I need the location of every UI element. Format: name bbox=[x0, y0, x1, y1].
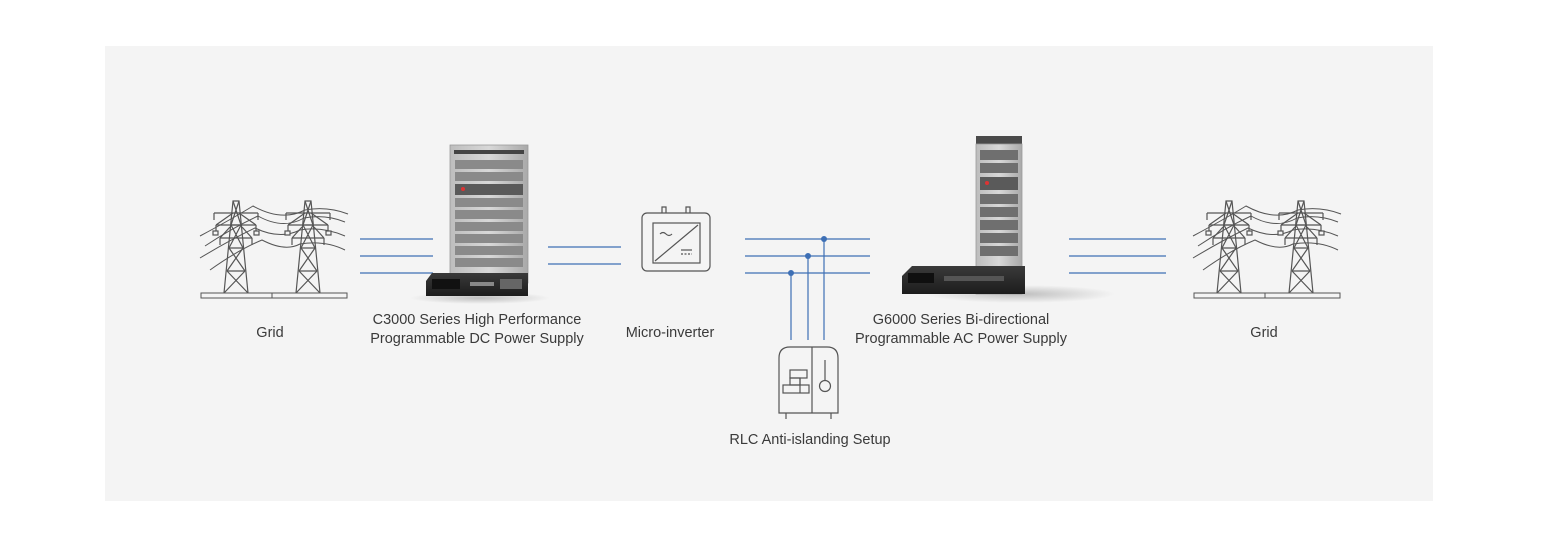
grid-right-icon bbox=[1192, 200, 1342, 299]
connection-lines bbox=[360, 238, 1166, 340]
micro-inverter-label: Micro-inverter bbox=[626, 325, 715, 341]
ac-supply-label-line1: G6000 Series Bi-directional bbox=[873, 312, 1050, 328]
ac-power-rack-icon bbox=[902, 136, 1115, 303]
junction-dots bbox=[788, 236, 827, 276]
rlc-load-label: RLC Anti-islanding Setup bbox=[729, 432, 890, 448]
dc-power-rack-icon bbox=[410, 144, 550, 304]
dc-supply-label-line2: Programmable DC Power Supply bbox=[370, 331, 584, 347]
grid-right-label: Grid bbox=[1250, 325, 1277, 341]
grid-left-label: Grid bbox=[256, 325, 283, 341]
dc-supply-label-line1: C3000 Series High Performance bbox=[373, 312, 582, 328]
inverter-icon bbox=[641, 206, 711, 272]
grid-left-icon bbox=[199, 200, 349, 299]
ac-supply-label-line2: Programmable AC Power Supply bbox=[855, 331, 1068, 347]
rlc-load-cabinet-icon bbox=[778, 346, 839, 419]
